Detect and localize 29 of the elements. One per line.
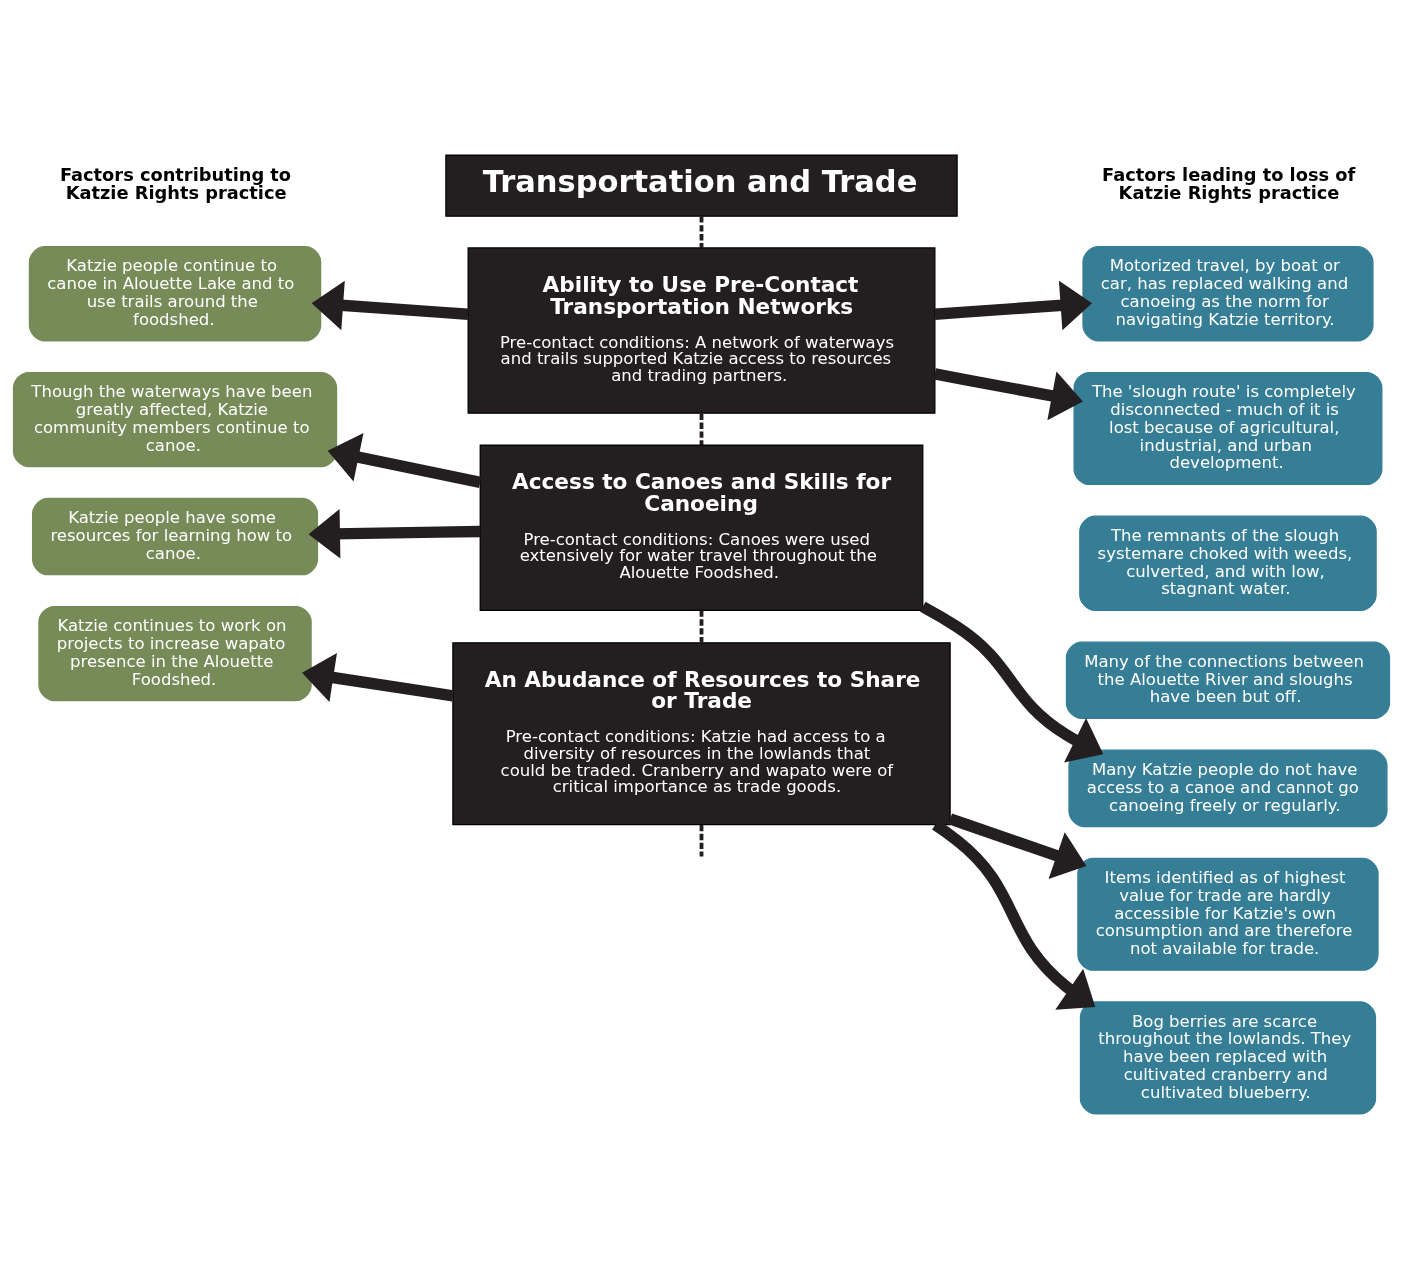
node-box: Access to Canoes and Skills for Canoeing Pre-contact conditions: Canoes were used extensively for water travel throughout the Alouette Foodshed. <box>479 443 924 611</box>
connector <box>699 609 704 643</box>
arrow <box>933 367 1083 420</box>
node-box: An Abudance of Resources to Share or Trade Pre-contact conditions: Katzie had access to a diversity of resources in the lowlands that could be traded. Cranberry and wapato were of critical importance as trade goods. <box>452 641 951 825</box>
node-box: Many Katzie people do not have access to a canoe and cannot go canoeing freely or regularly. <box>1068 749 1388 827</box>
node-box: Katzie people have some resources for learning how to canoe. <box>31 497 319 575</box>
node-box: Bog berries are scarce throughout the lowlands. They have been replaced with cultivated cranberry and cultivated blueberry. <box>1079 1000 1377 1115</box>
arrow <box>308 508 481 559</box>
label: Factors contributing to Katzie Rights practice <box>59 163 292 203</box>
arrow <box>302 652 454 702</box>
node-box: Many of the connections between the Alouette River and sloughs have been but off. <box>1065 641 1391 719</box>
node-box: The remnants of the slough systemare choked with weeds, culverted, and with low, stagnant water. <box>1079 515 1377 611</box>
connector <box>699 413 704 445</box>
node-box: Transportation and Trade <box>445 153 958 217</box>
label: Factors leading to loss of Katzie Rights practice <box>1102 163 1356 203</box>
node-box: Katzie continues to work on projects to increase wapato presence in the Alouette Foodshed. <box>38 605 312 701</box>
node-box: Motorized travel, by boat or car, has replaced walking and canoeing as the norm for navigating Katzie territory. <box>1082 245 1374 341</box>
connector <box>699 824 704 857</box>
arrow <box>948 813 1087 879</box>
node-box: Items identified as of highest value for trade are hardly accessible for Katzie's own consumption and are therefore not available for trade. <box>1077 857 1379 971</box>
arrow <box>311 280 469 330</box>
node-box: Though the waterways have been greatly affected, Katzie community members continue to canoe. <box>12 371 338 467</box>
node-box: Ability to Use Pre-Contact Transportation Networks Pre-contact conditions: A network of waterways and trails supported Katzie access to resources and trading partners. <box>467 246 936 414</box>
arrow <box>327 432 482 488</box>
node-box: The 'slough route' is completely disconnected - much of it is lost because of agricultural, industrial, and urban development. <box>1073 371 1383 485</box>
arrow <box>934 280 1093 330</box>
arrow <box>920 601 1104 762</box>
connector <box>699 215 704 248</box>
node-box: Katzie people continue to canoe in Alouette Lake and to use trails around the foodshed. <box>28 245 322 341</box>
